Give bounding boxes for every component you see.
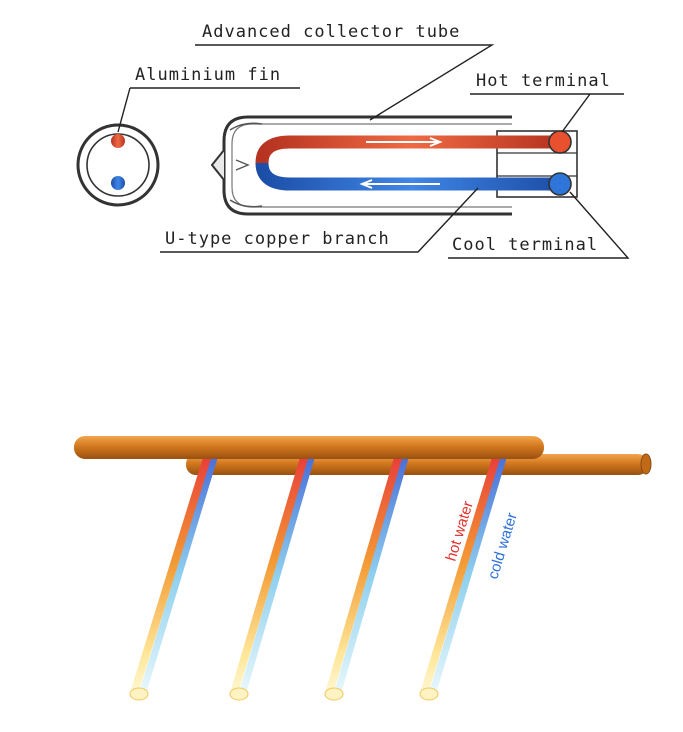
flow-arrow-right: [366, 137, 443, 147]
hot-pipe-dot: [111, 134, 125, 148]
label-u-type-branch: U-type copper branch: [165, 229, 390, 249]
flow-arrow-left: [359, 179, 440, 189]
heat-pipe: [419, 454, 507, 701]
heat-pipe: [324, 454, 409, 701]
cross-section: [76, 123, 160, 207]
label-cool-terminal: Cool terminal: [452, 235, 598, 255]
cool-terminal: [548, 172, 572, 196]
label-hot-terminal: Hot terminal: [476, 71, 611, 91]
u-branch-hot: [255, 135, 560, 164]
heat-pipe: [229, 454, 315, 701]
header-pipe-front: [74, 436, 544, 459]
assembly: hot water cold water: [74, 436, 652, 701]
tube-tip: [210, 149, 225, 181]
cold-pipe-dot: [111, 176, 125, 190]
callouts: Advanced collector tube Aluminium fin Ho…: [117, 22, 630, 259]
u-branch-cold: [255, 162, 560, 191]
manifold-box: [496, 130, 578, 198]
label-cold-water: cold water: [485, 511, 521, 581]
label-aluminium-fin: Aluminium fin: [135, 65, 281, 85]
label-collector-tube: Advanced collector tube: [202, 22, 460, 42]
heat-pipe: [129, 454, 218, 701]
hot-terminal: [548, 130, 572, 154]
collector-tube: [210, 115, 578, 216]
